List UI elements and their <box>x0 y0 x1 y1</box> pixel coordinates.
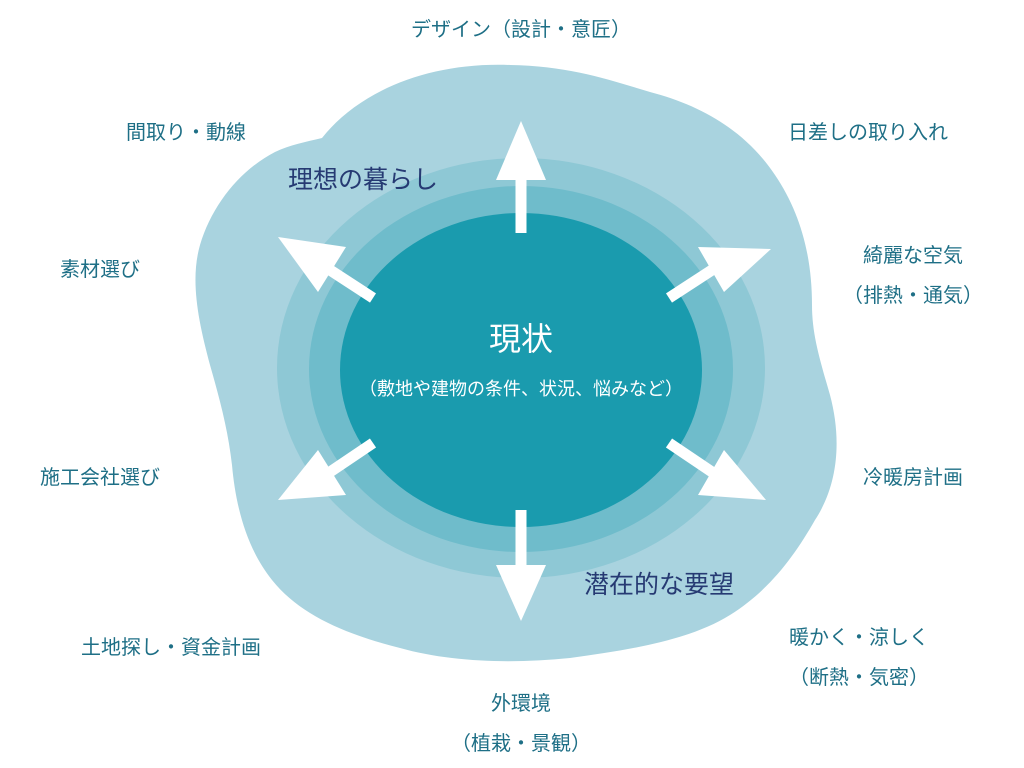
arrow-up-right <box>665 247 771 303</box>
center-title: 現状 <box>489 320 553 358</box>
label-materials: 素材選び <box>60 257 140 281</box>
label-land-funds: 土地探し・資金計画 <box>81 635 261 659</box>
label-sunlight: 日差しの取り入れ <box>788 120 948 144</box>
arrow-down-left <box>278 438 377 500</box>
label-warm-cool: 暖かく・涼しく <box>789 625 929 649</box>
label-contractor: 施工会社選び <box>40 465 160 489</box>
label-clean-air-detail: （排熱・通気） <box>843 283 983 307</box>
center-subtitle: （敷地や建物の条件、状況、悩みなど） <box>359 379 683 400</box>
zone-label-latent: 潜在的な要望 <box>584 570 734 599</box>
label-design: デザイン（設計・意匠） <box>411 17 631 41</box>
label-layout: 間取り・動線 <box>126 120 246 144</box>
arrow-down-right <box>665 438 766 500</box>
arrow-down <box>496 510 546 621</box>
label-warm-cool-detail: （断熱・気密） <box>789 665 929 689</box>
zone-label-ideal: 理想の暮らし <box>288 165 438 194</box>
arrow-up <box>496 121 546 233</box>
label-exterior: 外環境 <box>491 691 551 715</box>
core-circle <box>340 213 702 527</box>
arrow-group <box>278 121 771 621</box>
arrow-up-left <box>278 237 377 303</box>
label-exterior-detail: （植栽・景観） <box>451 731 591 755</box>
label-clean-air: 綺麗な空気 <box>863 243 963 267</box>
label-hvac: 冷暖房計画 <box>863 465 963 489</box>
